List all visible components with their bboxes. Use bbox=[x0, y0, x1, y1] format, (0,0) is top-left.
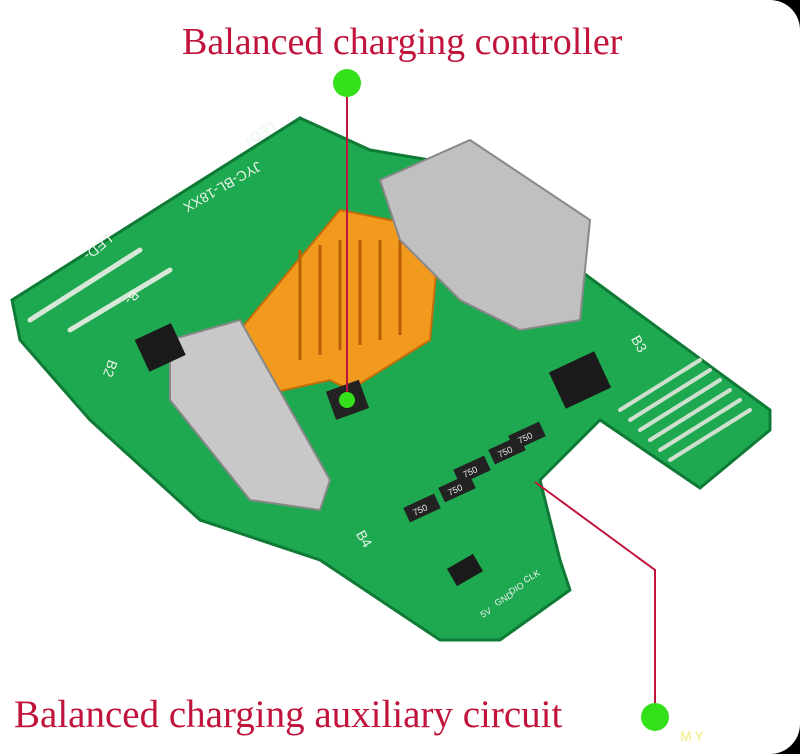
silk-b4: B4 bbox=[353, 527, 376, 550]
pad-strips-right bbox=[618, 358, 752, 462]
watermark: MY bbox=[680, 728, 707, 744]
controller-marker bbox=[339, 392, 355, 408]
metal-terminal-left bbox=[169, 318, 332, 512]
mosfet-left bbox=[134, 323, 186, 372]
silk-pin-5v: 5V bbox=[479, 606, 494, 620]
silk-b3: B3 bbox=[628, 332, 651, 355]
silk-b2: B2 bbox=[100, 358, 121, 380]
marker-dot-top bbox=[333, 69, 361, 97]
caption-auxiliary: Balanced charging auxiliary circuit bbox=[14, 693, 563, 736]
connector-pins bbox=[298, 240, 402, 360]
pointer-line-bottom bbox=[534, 481, 656, 717]
metal-terminal-right bbox=[378, 138, 592, 332]
resistors bbox=[403, 421, 546, 523]
caption-controller: Balanced charging controller bbox=[182, 21, 623, 63]
mosfet bbox=[548, 351, 612, 409]
aux-ic bbox=[447, 553, 483, 587]
marker-dot-bottom bbox=[641, 703, 669, 731]
pad-strips-left bbox=[27, 247, 173, 333]
